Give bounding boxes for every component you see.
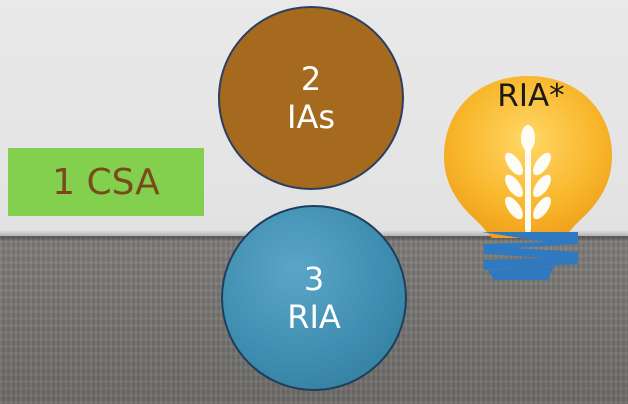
bulb-label: RIA*	[497, 78, 565, 114]
ias-number: 2	[300, 60, 322, 98]
ria-label: RIA	[287, 298, 341, 336]
ria-circle: 3 RIA	[221, 205, 407, 391]
ria-number: 3	[303, 260, 325, 298]
ias-label: IAs	[287, 98, 335, 136]
csa-label: 1 CSA	[52, 161, 160, 203]
ias-circle: 2 IAs	[218, 6, 404, 190]
csa-box: 1 CSA	[8, 148, 204, 216]
lightbulb-wheat-icon	[444, 76, 612, 280]
